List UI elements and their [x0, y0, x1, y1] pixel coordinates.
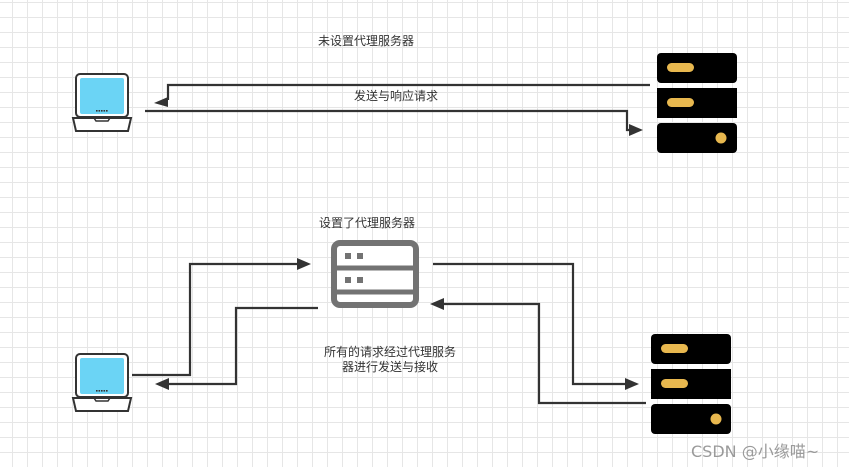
- laptop-screen: [80, 358, 124, 394]
- proxy-server-arrows: [430, 262, 646, 405]
- response-arrowhead: [154, 97, 168, 107]
- laptop-dots-icon: [96, 110, 108, 112]
- client-to-proxy-arrowhead: [297, 258, 311, 270]
- proxy-led: [345, 277, 351, 283]
- watermark: CSDN @小缘喵~: [691, 442, 820, 461]
- proxy-description-line2: 器进行发送与接收: [341, 360, 438, 374]
- server-indicator-bar: [661, 344, 688, 353]
- laptop-base: [71, 117, 133, 132]
- top-arrows: [145, 83, 650, 136]
- server-indicator-bar: [667, 98, 694, 107]
- request-arrow-line: [145, 109, 634, 132]
- laptop-base: [71, 397, 133, 412]
- proxy-to-client-arrowhead: [155, 378, 169, 390]
- laptop-dots-icon: [96, 390, 108, 392]
- proxy-to-server-arrowhead: [625, 378, 639, 390]
- send-receive-label: 发送与响应请求: [354, 89, 439, 103]
- server-to-proxy-arrowhead: [430, 298, 444, 310]
- server-indicator-bar: [667, 63, 694, 72]
- client-proxy-arrows: [132, 258, 318, 390]
- server-to-proxy-line: [444, 302, 646, 405]
- request-arrowhead: [629, 124, 643, 136]
- target-server-top[interactable]: [657, 53, 737, 153]
- proxy-led: [345, 253, 351, 259]
- server-indicator-dot: [715, 132, 727, 144]
- laptop-notch: [93, 397, 111, 402]
- proxy-to-client-line: [168, 306, 318, 386]
- no-proxy-title: 未设置代理服务器: [318, 34, 415, 48]
- server-indicator-dot: [710, 413, 722, 425]
- server-unit-1: [657, 53, 737, 83]
- proxy-led: [357, 277, 363, 283]
- client-laptop-bottom[interactable]: [71, 353, 133, 412]
- proxy-description-line1: 所有的请求经过代理服务: [323, 345, 456, 359]
- response-arrow-line: [166, 83, 650, 100]
- server-unit-3: [651, 404, 731, 434]
- server-unit-1: [651, 334, 731, 364]
- server-indicator-bar: [661, 379, 688, 388]
- client-to-proxy-line: [132, 262, 302, 377]
- proxy-frame: [331, 240, 419, 308]
- target-server-bottom[interactable]: [651, 334, 731, 434]
- client-laptop-top[interactable]: [71, 73, 133, 132]
- proxy-description: 所有的请求经过代理服务 器进行发送与接收: [300, 345, 480, 375]
- server-unit-3: [657, 123, 737, 153]
- laptop-notch: [93, 117, 111, 122]
- proxy-led: [357, 253, 363, 259]
- laptop-screen: [80, 78, 124, 114]
- proxy-set-title: 设置了代理服务器: [319, 216, 416, 230]
- proxy-server[interactable]: [331, 240, 419, 308]
- proxy-to-server-line: [433, 262, 627, 386]
